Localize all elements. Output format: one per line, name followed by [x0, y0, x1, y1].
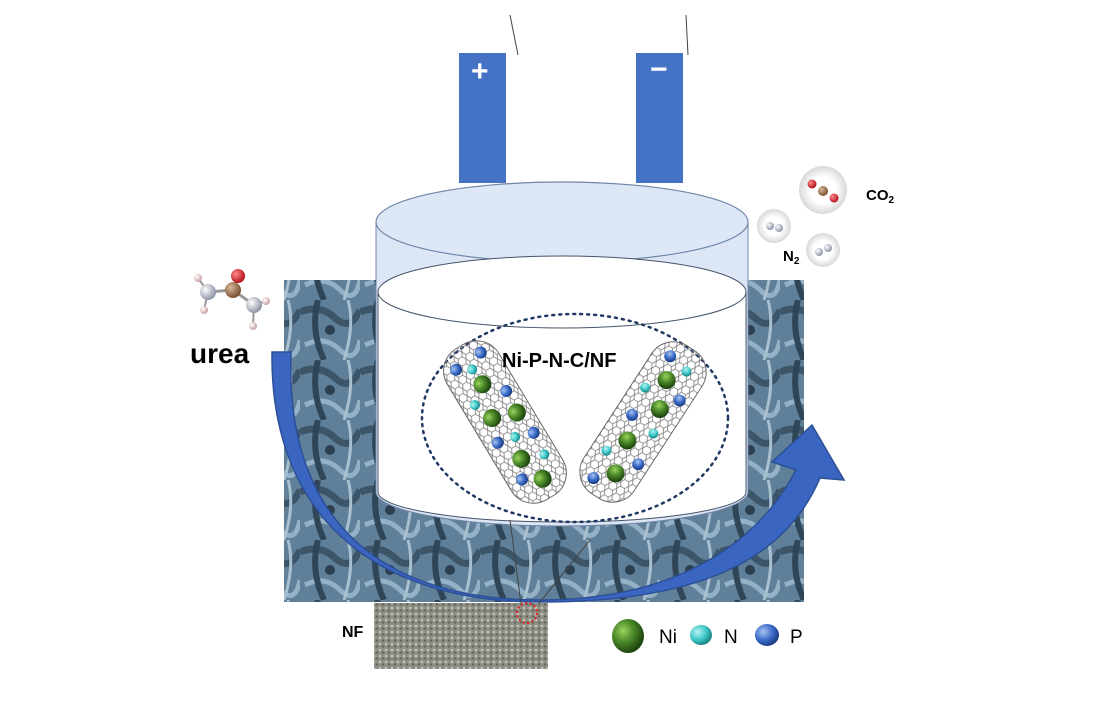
n2-label-main: N	[783, 248, 794, 265]
legend-p-label: P	[790, 627, 803, 648]
catalyst-label: Ni-P-N-C/NF	[502, 350, 617, 372]
urea-molecule-icon	[194, 269, 270, 330]
co2-label-main: CO	[866, 187, 889, 204]
n2-label: N2	[783, 248, 799, 267]
legend-p-marker	[755, 624, 779, 646]
n2-bubble-icon-2	[806, 233, 840, 267]
nickel-foam-image	[374, 603, 548, 669]
co2-label: CO2	[866, 187, 894, 206]
cathode-sign: −	[650, 53, 668, 86]
nanotube-left	[443, 340, 567, 504]
flow-arrow	[271, 351, 846, 603]
electrolytic-cell	[375, 181, 749, 527]
nanotube-right	[579, 341, 707, 503]
n2-bubble-icon-1	[757, 209, 791, 243]
legend-ni-marker	[612, 619, 644, 653]
nf-label: NF	[342, 624, 364, 641]
anode-sign: +	[471, 55, 489, 88]
co2-label-subscript: 2	[888, 195, 895, 206]
legend-ni-label: Ni	[659, 627, 677, 648]
n2-label-subscript: 2	[793, 256, 800, 267]
cathode-electrode	[636, 53, 683, 183]
legend-n-label: N	[724, 627, 738, 648]
co2-bubble-icon	[799, 166, 847, 214]
legend-n-marker	[690, 625, 712, 645]
anode-electrode	[459, 53, 506, 183]
zoom-region	[420, 312, 730, 524]
foam-highlight-circle	[516, 602, 538, 624]
electrode-wires	[509, 14, 689, 56]
zoom-lines	[509, 519, 591, 613]
urea-label: urea	[190, 338, 250, 369]
